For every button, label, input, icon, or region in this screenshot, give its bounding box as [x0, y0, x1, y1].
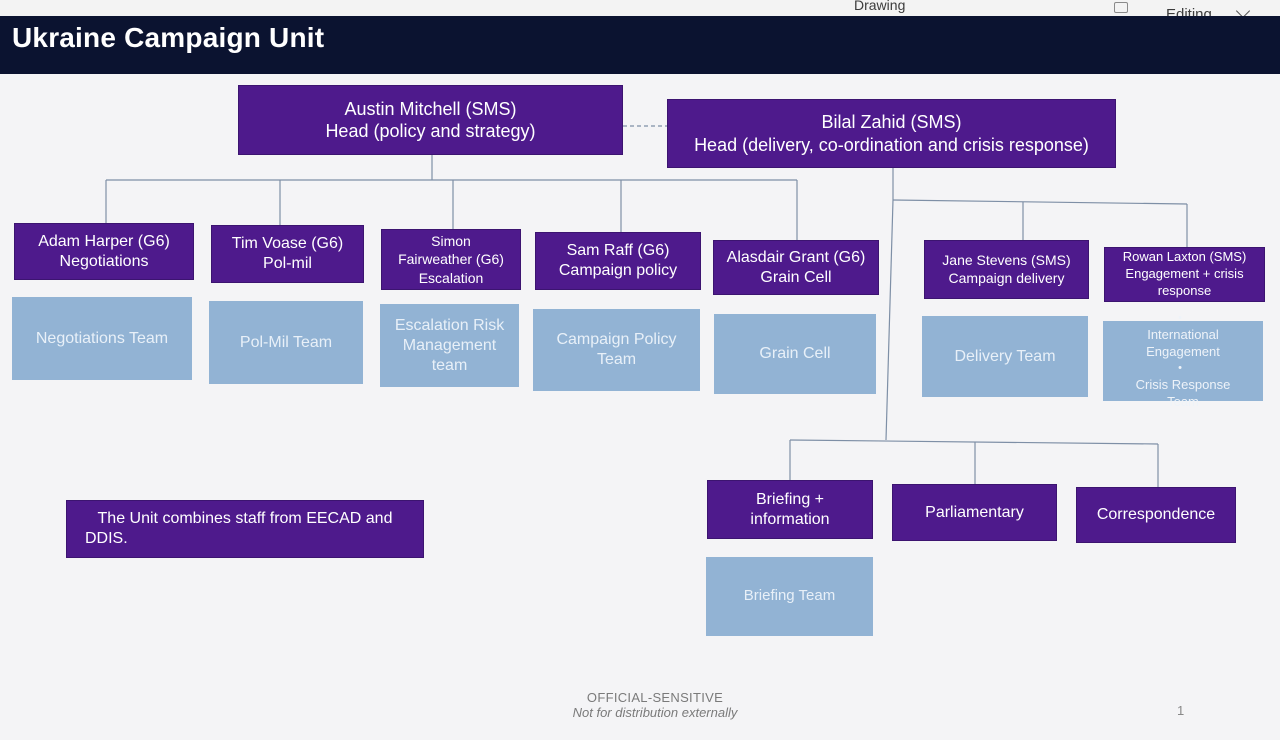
lead-box-sam[interactable]: Sam Raff (G6) Campaign policy — [535, 232, 701, 290]
team-box-polmil[interactable]: Pol-Mil Team — [209, 301, 363, 384]
team-label: Management — [402, 336, 497, 354]
lead-box-alasdair[interactable]: Alasdair Grant (G6) Grain Cell — [713, 240, 879, 295]
functions-bus — [789, 439, 1159, 445]
function-label: Correspondence — [1096, 506, 1216, 523]
note-text: DDIS. — [85, 530, 128, 547]
lead-name: Tim Voase (G6) — [231, 235, 344, 252]
head-box-austin[interactable]: Austin Mitchell (SMS) Head (policy and s… — [238, 85, 623, 155]
team-label: Escalation Risk — [394, 316, 505, 334]
team-label: Briefing Team — [743, 587, 836, 605]
bilal-bus — [892, 199, 1188, 205]
lead-box-rowan[interactable]: Rowan Laxton (SMS) Engagement + crisis r… — [1104, 247, 1265, 302]
team-label: team — [431, 356, 468, 374]
team-label: Team — [596, 351, 637, 368]
lead-role: Campaign policy — [558, 262, 678, 279]
lead-box-jane[interactable]: Jane Stevens (SMS) Campaign delivery — [924, 240, 1089, 299]
function-box-parliamentary[interactable]: Parliamentary — [892, 484, 1057, 541]
lead-name: Adam Harper (G6) — [38, 232, 170, 250]
team-label: Delivery Team — [954, 347, 1056, 365]
team-box-delivery[interactable]: Delivery Team — [922, 316, 1088, 397]
bilal-trunk — [885, 199, 894, 441]
team-box-briefing[interactable]: Briefing Team — [706, 557, 873, 636]
team-bullet-list: •International Engagement •Crisis Respon… — [1136, 311, 1231, 411]
head-name: Bilal Zahid (SMS) — [821, 112, 962, 132]
team-label: Negotiations Team — [35, 329, 169, 347]
team-label: Grain Cell — [759, 345, 831, 362]
lead-box-adam[interactable]: Adam Harper (G6) Negotiations — [14, 223, 194, 280]
team-box-negotiations[interactable]: Negotiations Team — [12, 297, 192, 380]
drawing-tab[interactable]: Drawing — [854, 0, 906, 13]
lead-role: Grain Cell — [760, 268, 832, 286]
lead-box-simon[interactable]: Simon Fairweather (G6) Escalation — [381, 229, 521, 290]
head-box-bilal[interactable]: Bilal Zahid (SMS) Head (delivery, co-ord… — [667, 99, 1116, 168]
lead-name: Rowan Laxton (SMS) — [1122, 249, 1247, 265]
head-role: Head (policy and strategy) — [325, 121, 536, 141]
note-box[interactable]: The Unit combines staff from EECAD and D… — [66, 500, 424, 558]
function-label: Parliamentary — [925, 503, 1024, 521]
lead-role: response — [1157, 282, 1212, 298]
classification-label: OFFICIAL-SENSITIVE — [586, 690, 724, 705]
lead-box-tim[interactable]: Tim Voase (G6) Pol-mil — [211, 225, 364, 283]
lead-role: Escalation — [418, 269, 484, 286]
lead-role: Engagement + crisis — [1125, 266, 1244, 282]
lead-name: Jane Stevens (SMS) — [942, 252, 1071, 268]
lead-role: Negotiations — [59, 252, 149, 270]
team-box-grain-cell[interactable]: Grain Cell — [714, 314, 876, 394]
function-box-correspondence[interactable]: Correspondence — [1076, 487, 1236, 543]
bullet-item-cont: Team — [1167, 394, 1199, 410]
lead-name: Fairweather (G6) — [398, 251, 504, 268]
bullet-item-cont: Engagement — [1146, 344, 1220, 360]
team-box-campaign-policy[interactable]: Campaign Policy Team — [533, 309, 700, 391]
team-label: Pol-Mil Team — [239, 333, 333, 351]
slide-footer: OFFICIAL-SENSITIVE Not for distribution … — [540, 690, 770, 720]
bullet-item: •Crisis Response — [1135, 362, 1231, 392]
lead-role: Pol-mil — [263, 255, 312, 272]
slide-title-band: Ukraine Campaign Unit — [0, 16, 1280, 74]
page-number: 1 — [1177, 703, 1185, 718]
bullet-item: •International — [1147, 312, 1219, 342]
slide-canvas — [0, 74, 1280, 740]
lead-name: Alasdair Grant (G6) — [726, 248, 866, 266]
function-label: information — [750, 510, 830, 528]
team-box-escalation[interactable]: Escalation Risk Management team — [380, 304, 519, 387]
comment-icon[interactable] — [1114, 2, 1128, 13]
note-text: The Unit combines staff from EECAD and — [97, 510, 393, 527]
head-name: Austin Mitchell (SMS) — [344, 98, 517, 119]
function-label: Briefing + — [755, 490, 825, 508]
distribution-note: Not for distribution externally — [572, 705, 738, 720]
lead-role: Campaign delivery — [948, 269, 1065, 286]
lead-name: Sam Raff (G6) — [566, 242, 670, 259]
function-box-briefing[interactable]: Briefing + information — [707, 480, 873, 539]
team-label: Campaign Policy — [556, 331, 677, 348]
head-role: Head (delivery, co-ordination and crisis… — [694, 134, 1089, 155]
slide-title: Ukraine Campaign Unit — [12, 22, 325, 53]
lead-name: Simon — [431, 233, 471, 250]
team-box-engagement[interactable]: •International Engagement •Crisis Respon… — [1103, 312, 1263, 409]
